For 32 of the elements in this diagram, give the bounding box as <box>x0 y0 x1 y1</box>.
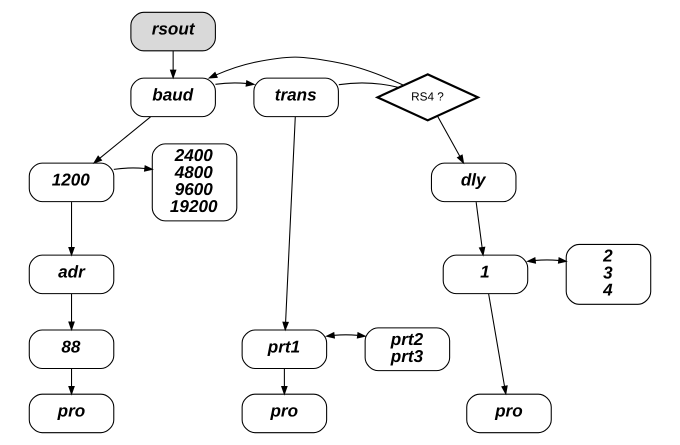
arrow <box>114 165 154 172</box>
arrow <box>325 332 367 339</box>
arrow <box>281 368 288 396</box>
arrow <box>215 80 256 87</box>
node-box: 2400 4800 9600 19200 <box>152 143 238 222</box>
arrow <box>526 257 568 264</box>
node-box: 2 3 4 <box>566 244 652 305</box>
node-box: prt2 prt3 <box>364 327 450 372</box>
arrow <box>488 294 508 396</box>
node-box: 1200 <box>28 162 114 202</box>
node-box: dly <box>430 162 516 202</box>
arrow <box>437 116 464 164</box>
node-box: pro <box>466 394 552 434</box>
node-box: baud <box>130 78 216 118</box>
node-box: prt1 <box>242 329 328 370</box>
node-box: rsout <box>130 12 216 52</box>
connector <box>338 82 399 88</box>
node-box: 1 <box>442 254 528 294</box>
arrow <box>282 116 296 332</box>
arrow <box>68 202 75 257</box>
node-box: pro <box>28 394 114 434</box>
arrow <box>68 368 75 396</box>
node-box: adr <box>28 254 114 294</box>
arrow <box>68 294 75 332</box>
arrow <box>92 116 151 164</box>
arrow <box>170 51 177 80</box>
arrow <box>476 202 486 257</box>
node-diamond: RS4 ? <box>374 73 481 122</box>
arrow <box>208 56 404 86</box>
node-box: pro <box>242 394 328 434</box>
node-box: 88 <box>28 329 114 370</box>
node-box: trans <box>253 78 339 118</box>
